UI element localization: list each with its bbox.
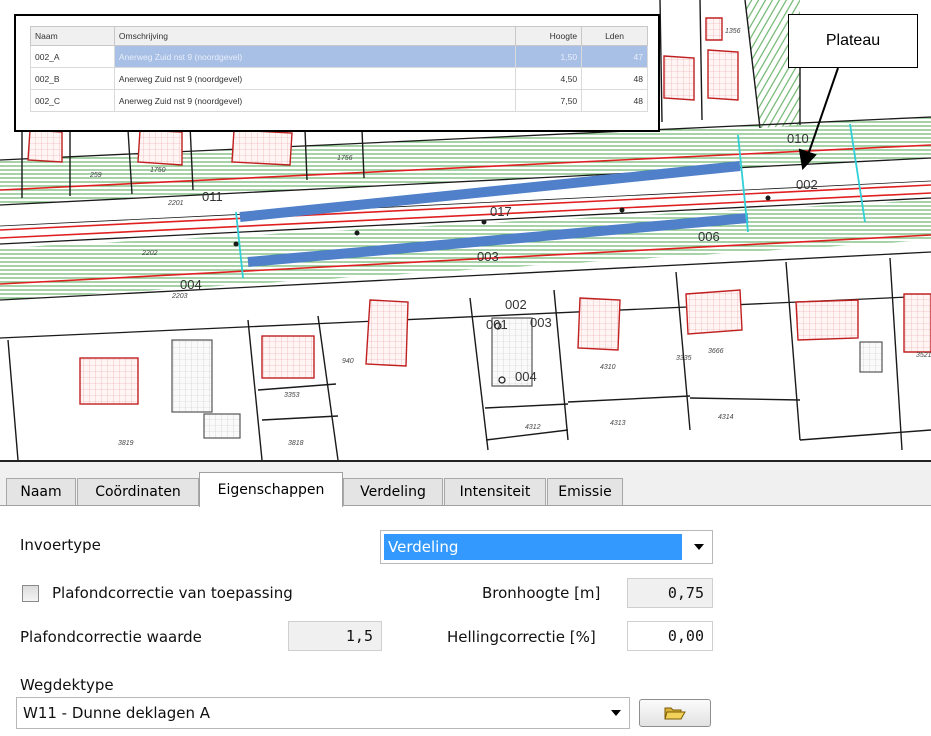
- tab-naam[interactable]: Naam: [6, 478, 76, 505]
- tab-emissie[interactable]: Emissie: [547, 478, 623, 505]
- bronhoogte-label: Bronhoogte [m]: [482, 584, 601, 602]
- callout-arrow: [798, 67, 839, 171]
- tab-eigenschappen[interactable]: Eigenschappen: [199, 472, 343, 507]
- plafondcorrectie-checkbox[interactable]: [22, 585, 39, 602]
- cell-lden: 48: [581, 89, 648, 112]
- parcel-number: 2203: [172, 293, 188, 300]
- chevron-down-icon[interactable]: [694, 544, 704, 550]
- parcel-number: 1756: [337, 155, 353, 162]
- road-edges-red: [0, 144, 931, 285]
- parcel-number: 4313: [610, 420, 626, 427]
- cyan-section-markers: [235, 123, 866, 279]
- wegdektype-selected-value: W11 - Dunne deklagen A: [23, 704, 211, 722]
- plafondcorrectie-waarde-label: Plafondcorrectie waarde: [20, 628, 202, 646]
- cell-omschrijving: Anerweg Zuid nst 9 (noordgevel): [113, 45, 517, 68]
- invoertype-select[interactable]: Verdeling: [380, 530, 713, 564]
- plateau-bars: [239, 161, 749, 267]
- parcel-number: 4314: [718, 414, 734, 421]
- parcel-number: 1356: [725, 28, 741, 35]
- tab-bar: Naam Coördinaten Eigenschappen Verdeling…: [0, 462, 931, 507]
- cell-lden: 48: [581, 67, 648, 90]
- folder-icon: [664, 707, 686, 720]
- cell-hoogte: 1,50: [515, 45, 583, 68]
- cell-hoogte: 7,50: [515, 89, 583, 112]
- table-row[interactable]: 002_A Anerweg Zuid nst 9 (noordgevel) 1,…: [30, 45, 648, 68]
- tab-verdeling[interactable]: Verdeling: [343, 478, 443, 505]
- hellingcorrectie-input[interactable]: 0,00: [627, 621, 713, 651]
- cell-hoogte: 4,50: [515, 67, 583, 90]
- properties-panel: Naam Coördinaten Eigenschappen Verdeling…: [0, 460, 931, 736]
- column-header-naam[interactable]: Naam: [30, 26, 115, 46]
- wegdektype-label: Wegdektype: [20, 676, 114, 694]
- parcel-number: 3335: [676, 355, 692, 362]
- cell-naam: 002_C: [30, 89, 115, 112]
- parcel-number: 940: [342, 358, 354, 365]
- parcel-number: 2201: [168, 200, 184, 207]
- segment-label: 004: [515, 369, 537, 384]
- parcel-number: 2202: [142, 250, 158, 257]
- column-header-lden[interactable]: Lden: [581, 26, 648, 46]
- plafondcorrectie-waarde-field: 1,5: [288, 621, 382, 651]
- segment-label: 001: [486, 317, 508, 332]
- segment-label: 002: [796, 177, 818, 192]
- chevron-down-icon[interactable]: [611, 710, 621, 716]
- results-table: Naam Omschrijving Hoogte Lden 002_A Aner…: [30, 26, 648, 112]
- plateau-callout: Plateau: [788, 14, 918, 68]
- parcel-number: 3819: [118, 440, 134, 447]
- column-header-omschrijving[interactable]: Omschrijving: [113, 26, 517, 46]
- parcel-number: 3353: [284, 392, 300, 399]
- table-row[interactable]: 002_C Anerweg Zuid nst 9 (noordgevel) 7,…: [30, 89, 648, 112]
- segment-label: 003: [477, 249, 499, 264]
- table-row[interactable]: 002_B Anerweg Zuid nst 9 (noordgevel) 4,…: [30, 67, 648, 90]
- map-view[interactable]: 010 002 011 017 006 003 004 002 001 003 …: [0, 0, 931, 460]
- parcel-number: 259: [90, 172, 102, 179]
- parcel-number: 3818: [288, 440, 304, 447]
- invoertype-label: Invoertype: [20, 536, 101, 554]
- tab-intensiteit[interactable]: Intensiteit: [444, 478, 546, 505]
- road-lines-black: [0, 116, 931, 339]
- hellingcorrectie-label: Hellingcorrectie [%]: [447, 628, 596, 646]
- cell-omschrijving: Anerweg Zuid nst 9 (noordgevel): [113, 89, 517, 112]
- browse-button[interactable]: [639, 699, 711, 727]
- buildings: [27, 17, 931, 405]
- cell-lden: 47: [581, 45, 648, 68]
- results-table-overlay: Naam Omschrijving Hoogte Lden 002_A Aner…: [14, 14, 660, 132]
- table-header-row: Naam Omschrijving Hoogte Lden: [30, 26, 648, 46]
- road-hatch-upper: [0, 117, 931, 205]
- segment-label: 002: [505, 297, 527, 312]
- cell-omschrijving: Anerweg Zuid nst 9 (noordgevel): [113, 67, 517, 90]
- road-hatch-diagonal: [745, 0, 800, 128]
- parcel-boundaries: [7, 257, 931, 460]
- wegdektype-select[interactable]: W11 - Dunne deklagen A: [16, 697, 630, 729]
- parcel-number: 1750: [150, 167, 166, 174]
- parcel-number: 4310: [600, 364, 616, 371]
- parcel-number: 3666: [708, 348, 724, 355]
- cell-naam: 002_A: [30, 45, 115, 68]
- upper-parcel-boundaries: [21, 0, 801, 198]
- map-canvas[interactable]: [0, 0, 931, 460]
- segment-label: 010: [787, 131, 809, 146]
- bronhoogte-field: 0,75: [627, 578, 713, 608]
- parcel-number: 4312: [525, 424, 541, 431]
- segment-label: 003: [530, 315, 552, 330]
- plafondcorrectie-checkbox-label[interactable]: Plafondcorrectie van toepassing: [52, 584, 293, 602]
- parcel-number: 3521: [916, 352, 931, 359]
- segment-label: 017: [490, 204, 512, 219]
- column-header-hoogte[interactable]: Hoogte: [515, 26, 583, 46]
- segment-label: 006: [698, 229, 720, 244]
- segment-label: 011: [202, 189, 223, 204]
- gray-buildings: [171, 317, 883, 439]
- segment-label: 004: [180, 277, 202, 292]
- cell-naam: 002_B: [30, 67, 115, 90]
- tab-coordinaten[interactable]: Coördinaten: [77, 478, 199, 505]
- road-nodes: [233, 195, 771, 247]
- invoertype-selected-value: Verdeling: [384, 534, 682, 560]
